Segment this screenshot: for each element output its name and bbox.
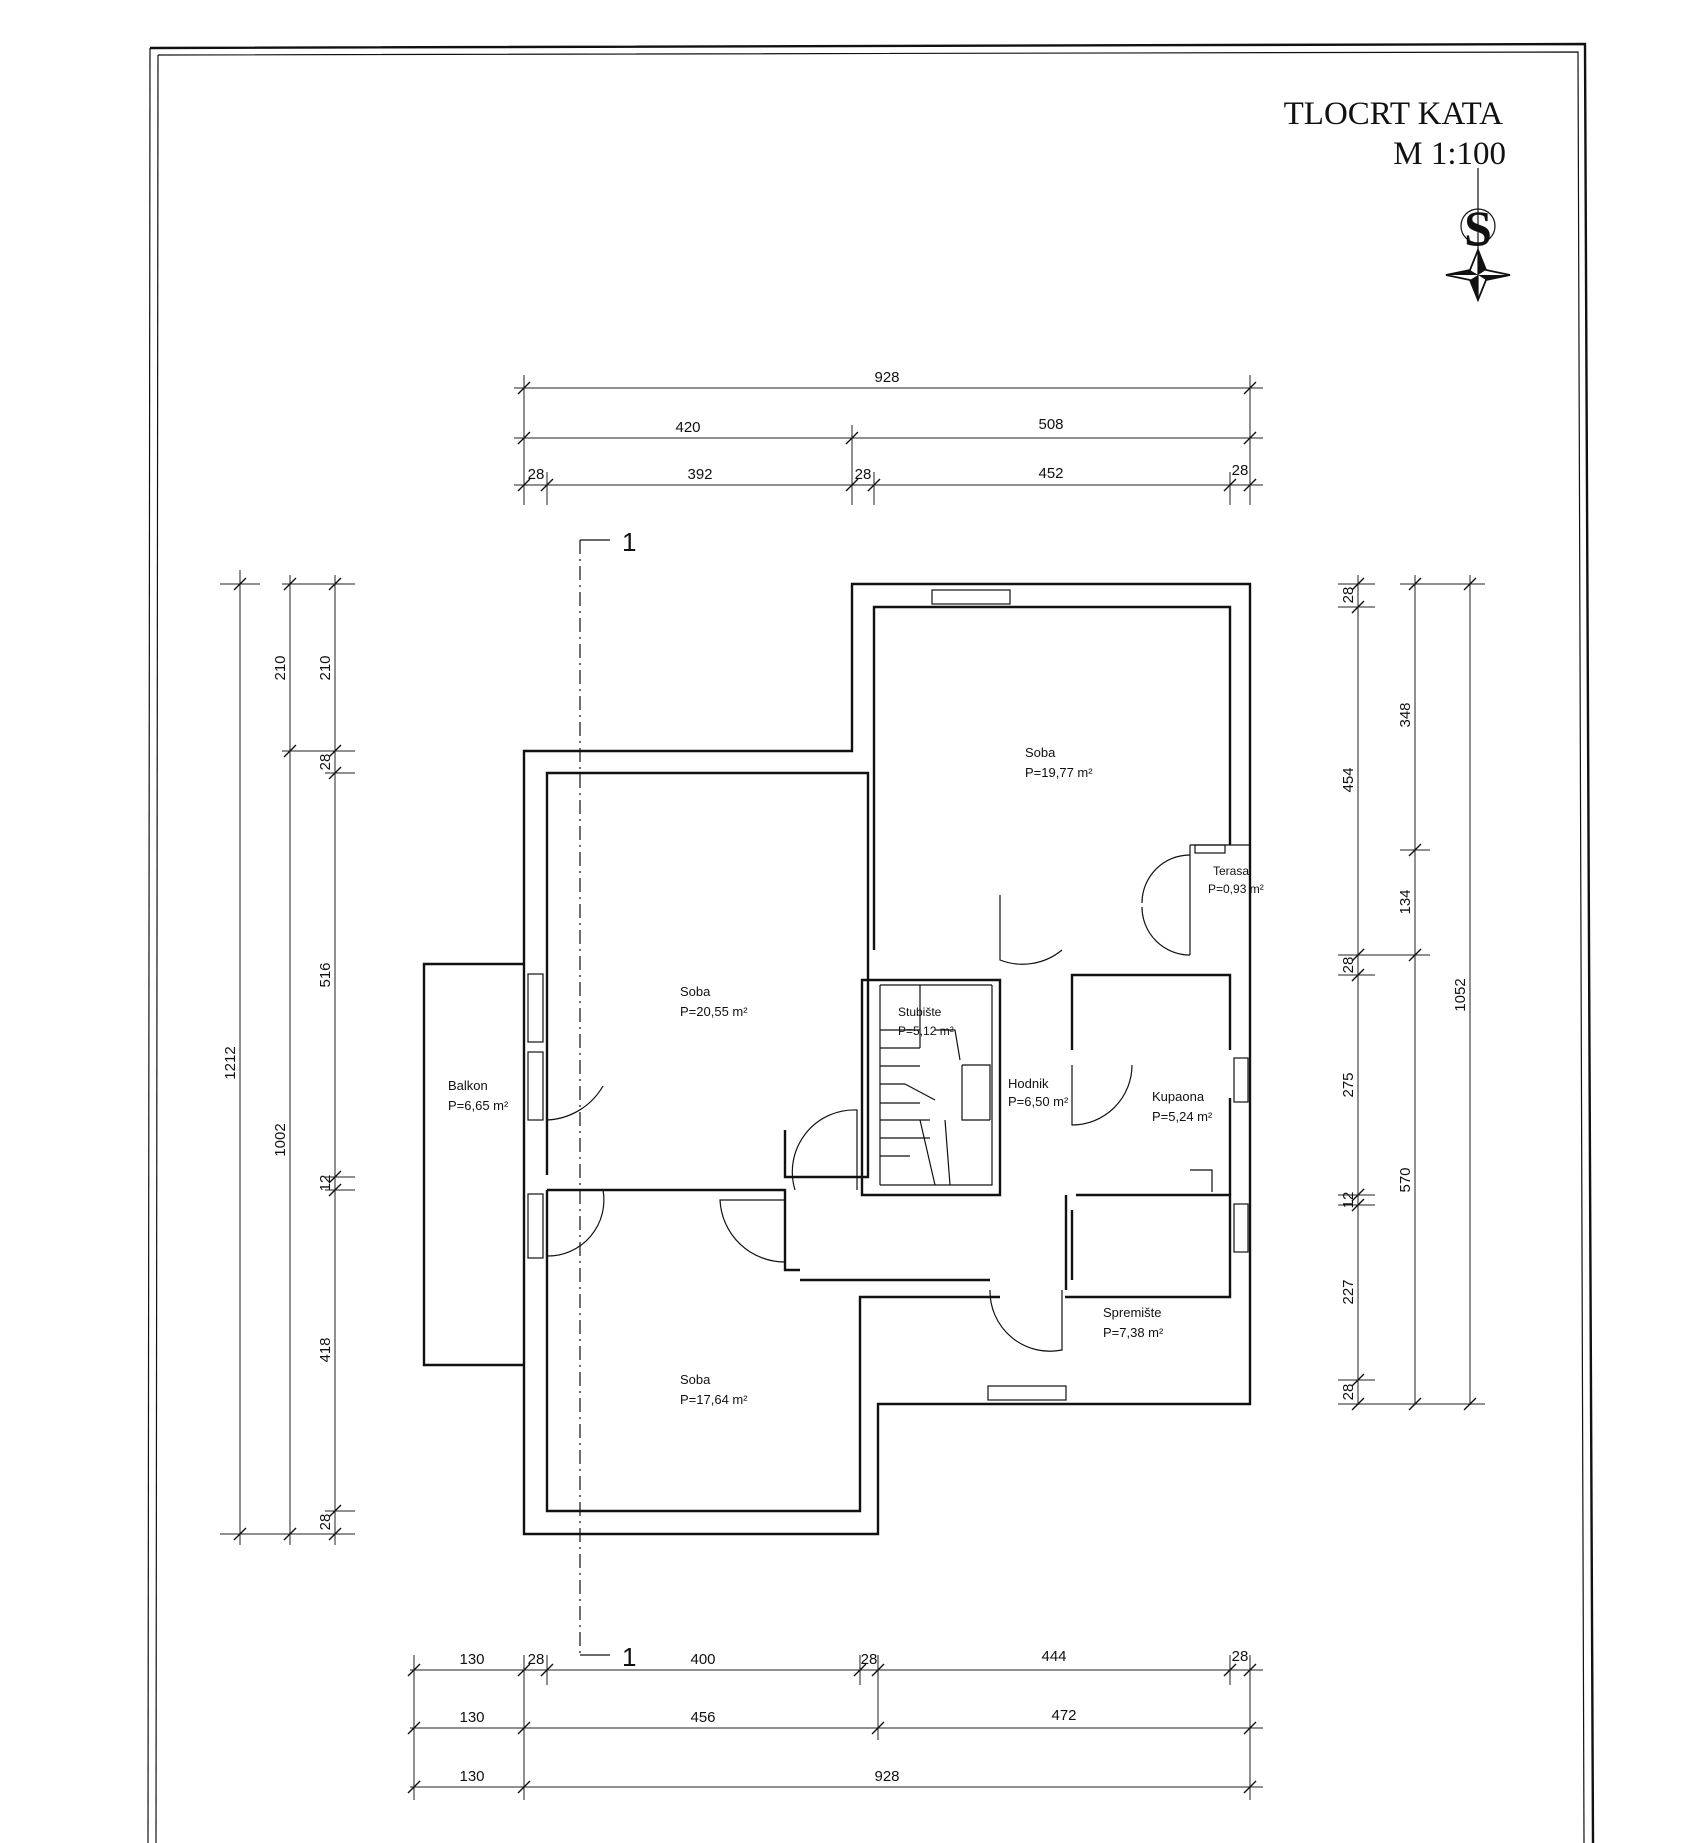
- dim-top-28c: 28: [1232, 462, 1249, 479]
- dim-top-28b: 28: [855, 466, 872, 483]
- dimensions-left: 1212 1002 210 210 28 516 12 418 28: [220, 570, 355, 1545]
- svg-text:Balkon: Balkon: [448, 1078, 488, 1093]
- dimensions-bottom: 130 28 400 28 444 28 130 456 472 130 928: [407, 1648, 1263, 1800]
- dim-left-1212: 1212: [222, 1046, 239, 1079]
- dim-right-275: 275: [1340, 1072, 1357, 1097]
- dim-bottom-28b: 28: [861, 1651, 878, 1668]
- dim-bottom-456: 456: [690, 1709, 715, 1726]
- svg-text:P=7,38 m²: P=7,38 m²: [1103, 1325, 1164, 1340]
- doors: [546, 854, 1213, 1352]
- sheet-border: [147, 42, 1595, 1843]
- svg-text:P=5,12 m²: P=5,12 m²: [898, 1024, 954, 1038]
- svg-text:Kupaona: Kupaona: [1152, 1089, 1205, 1104]
- svg-text:1: 1: [622, 527, 636, 557]
- dim-top-392: 392: [687, 466, 712, 483]
- dimensions-right: 28 454 28 275 12 227 28 348 134 570 1052: [1338, 575, 1485, 1411]
- dim-left-12: 12: [317, 1175, 334, 1192]
- svg-text:P=6,65 m²: P=6,65 m²: [448, 1098, 509, 1113]
- dim-right-28c: 28: [1340, 1384, 1357, 1401]
- svg-text:Soba: Soba: [680, 1372, 711, 1387]
- dim-top-508: 508: [1038, 416, 1063, 433]
- svg-text:1: 1: [622, 1642, 636, 1672]
- dim-right-134: 134: [1397, 889, 1414, 914]
- dim-right-348: 348: [1397, 702, 1414, 727]
- dim-bottom-28a: 28: [528, 1651, 545, 1668]
- dim-left-418: 418: [317, 1337, 334, 1362]
- dim-top-452: 452: [1038, 465, 1063, 482]
- svg-text:Terasa: Terasa: [1213, 864, 1249, 878]
- svg-text:P=6,50 m²: P=6,50 m²: [1008, 1094, 1069, 1109]
- dim-bottom-472: 472: [1051, 1707, 1076, 1724]
- dim-left-210a: 210: [272, 655, 289, 680]
- svg-text:Hodnik: Hodnik: [1008, 1076, 1049, 1091]
- dim-bottom-928: 928: [874, 1768, 899, 1785]
- dim-bottom-28c: 28: [1232, 1648, 1249, 1665]
- svg-text:P=17,64 m²: P=17,64 m²: [680, 1392, 748, 1407]
- svg-text:Soba: Soba: [680, 984, 711, 999]
- dim-left-28a: 28: [317, 754, 334, 771]
- dim-right-12: 12: [1340, 1192, 1357, 1209]
- walls: [422, 582, 1252, 1536]
- dim-bottom-130c: 130: [459, 1768, 484, 1785]
- dim-top-420: 420: [675, 419, 700, 436]
- dim-left-210b: 210: [317, 655, 334, 680]
- dim-left-516: 516: [317, 962, 334, 987]
- dim-right-1052: 1052: [1452, 978, 1469, 1011]
- drawing-scale: M 1:100: [1393, 136, 1506, 172]
- dim-bottom-444: 444: [1041, 1648, 1066, 1665]
- svg-text:P=5,24 m²: P=5,24 m²: [1152, 1109, 1213, 1124]
- svg-text:Stubište: Stubište: [898, 1005, 942, 1019]
- dim-right-570: 570: [1397, 1167, 1414, 1192]
- svg-text:Spremište: Spremište: [1103, 1305, 1162, 1320]
- dim-bottom-130b: 130: [459, 1709, 484, 1726]
- svg-text:P=20,55 m²: P=20,55 m²: [680, 1004, 748, 1019]
- dimensions-top: 928 420 508 28 392 28 452 28: [514, 369, 1263, 505]
- dim-right-454: 454: [1340, 767, 1357, 792]
- dim-top-928: 928: [874, 369, 899, 386]
- dim-right-227: 227: [1340, 1279, 1357, 1304]
- section-line: 1 1: [579, 527, 636, 1672]
- windows: [527, 589, 1249, 1401]
- dim-right-28b: 28: [1340, 957, 1357, 974]
- svg-text:S: S: [1464, 200, 1492, 256]
- svg-text:P=19,77 m²: P=19,77 m²: [1025, 765, 1093, 780]
- dim-right-28a: 28: [1340, 587, 1357, 604]
- dim-left-1002: 1002: [272, 1123, 289, 1156]
- dim-left-28b: 28: [317, 1514, 334, 1531]
- north-arrow-icon: S: [1445, 168, 1511, 303]
- dim-top-28a: 28: [528, 466, 545, 483]
- dim-bottom-400: 400: [690, 1651, 715, 1668]
- drawing-title: TLOCRT KATA: [1284, 96, 1504, 132]
- dim-bottom-130a: 130: [459, 1651, 484, 1668]
- svg-text:P=0,93 m²: P=0,93 m²: [1208, 882, 1264, 896]
- svg-text:Soba: Soba: [1025, 745, 1056, 760]
